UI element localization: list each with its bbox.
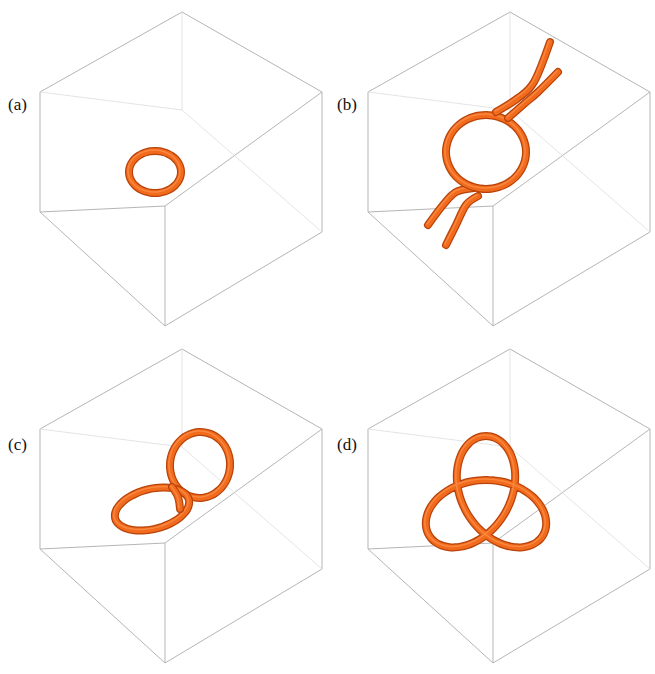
panel-label: (b) bbox=[337, 96, 357, 113]
knot-tube bbox=[114, 431, 230, 531]
panel-label: (c) bbox=[8, 436, 27, 453]
knot-tube bbox=[128, 150, 181, 193]
box-wireframe bbox=[368, 349, 650, 663]
box-wireframe bbox=[368, 12, 650, 326]
box-wireframe bbox=[40, 349, 322, 663]
knot-tube bbox=[425, 435, 546, 547]
box-wireframe bbox=[40, 12, 322, 326]
panel-label: (a) bbox=[8, 96, 27, 113]
knot-tube bbox=[427, 41, 558, 245]
panel-label: (d) bbox=[337, 436, 357, 453]
